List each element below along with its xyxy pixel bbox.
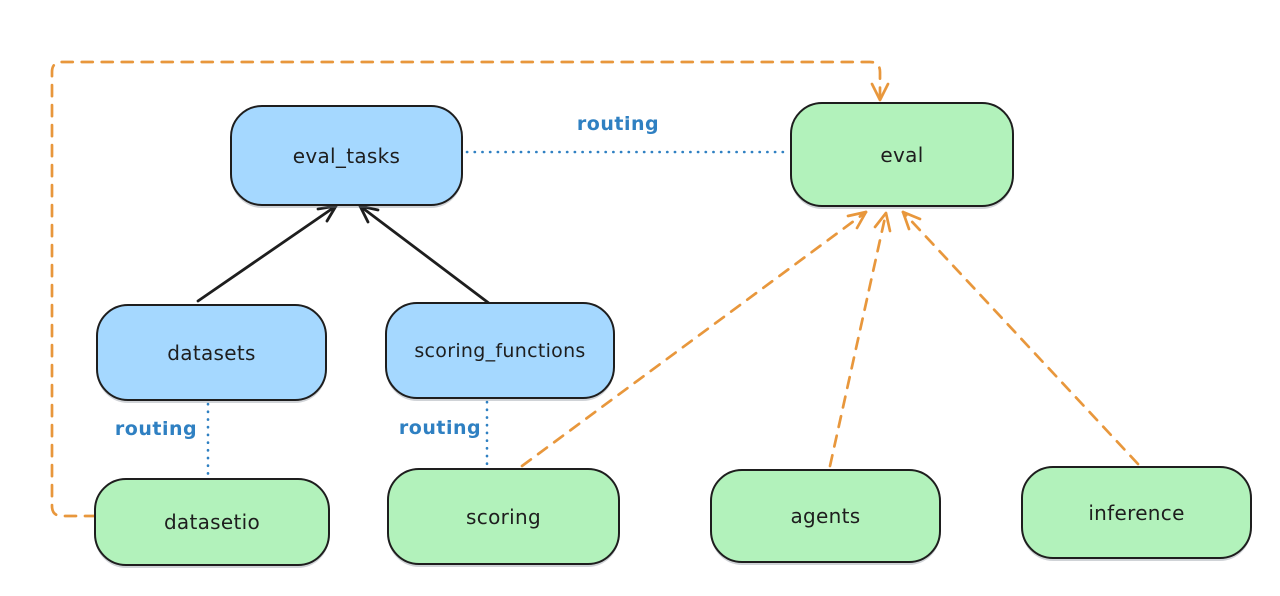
node-datasets: datasets <box>96 304 327 401</box>
edge-label-routing-eval-tasks-eval: routing <box>576 113 660 135</box>
node-scoring-label: scoring <box>466 504 541 529</box>
arrowhead-agents-to-eval <box>873 211 892 233</box>
node-inference-label: inference <box>1088 500 1185 525</box>
edge-datasets-to-eval_tasks <box>196 204 338 303</box>
node-agents-label: agents <box>790 504 861 528</box>
edge-scoring_functions-to-eval_tasks <box>358 204 492 306</box>
node-eval-tasks-label: eval_tasks <box>292 143 401 168</box>
edge-datasetio-to-eval-dashed <box>50 60 882 518</box>
edge-inference-to-eval-dashed <box>901 210 1140 466</box>
node-inference: inference <box>1021 466 1252 559</box>
arrowhead-datasetio-to-eval <box>870 82 890 102</box>
node-scoring-functions-label: scoring_functions <box>414 339 586 362</box>
node-datasets-label: datasets <box>167 340 256 365</box>
node-eval-label: eval <box>880 142 924 167</box>
arrowhead-scoring-to-eval <box>846 210 868 230</box>
node-datasetio: datasetio <box>94 478 330 566</box>
node-agents: agents <box>710 469 941 563</box>
node-eval-tasks: eval_tasks <box>230 105 463 206</box>
edge-label-routing-datasets-datasetio: routing <box>114 418 198 440</box>
arrowhead-inference-to-eval <box>901 210 922 231</box>
edge-agents-to-eval-dashed <box>828 211 888 468</box>
node-scoring: scoring <box>387 468 620 565</box>
node-datasetio-label: datasetio <box>163 510 261 534</box>
node-eval: eval <box>790 102 1014 207</box>
node-scoring-functions: scoring_functions <box>385 302 615 399</box>
edge-label-routing-scoring-functions-scoring: routing <box>398 417 482 439</box>
